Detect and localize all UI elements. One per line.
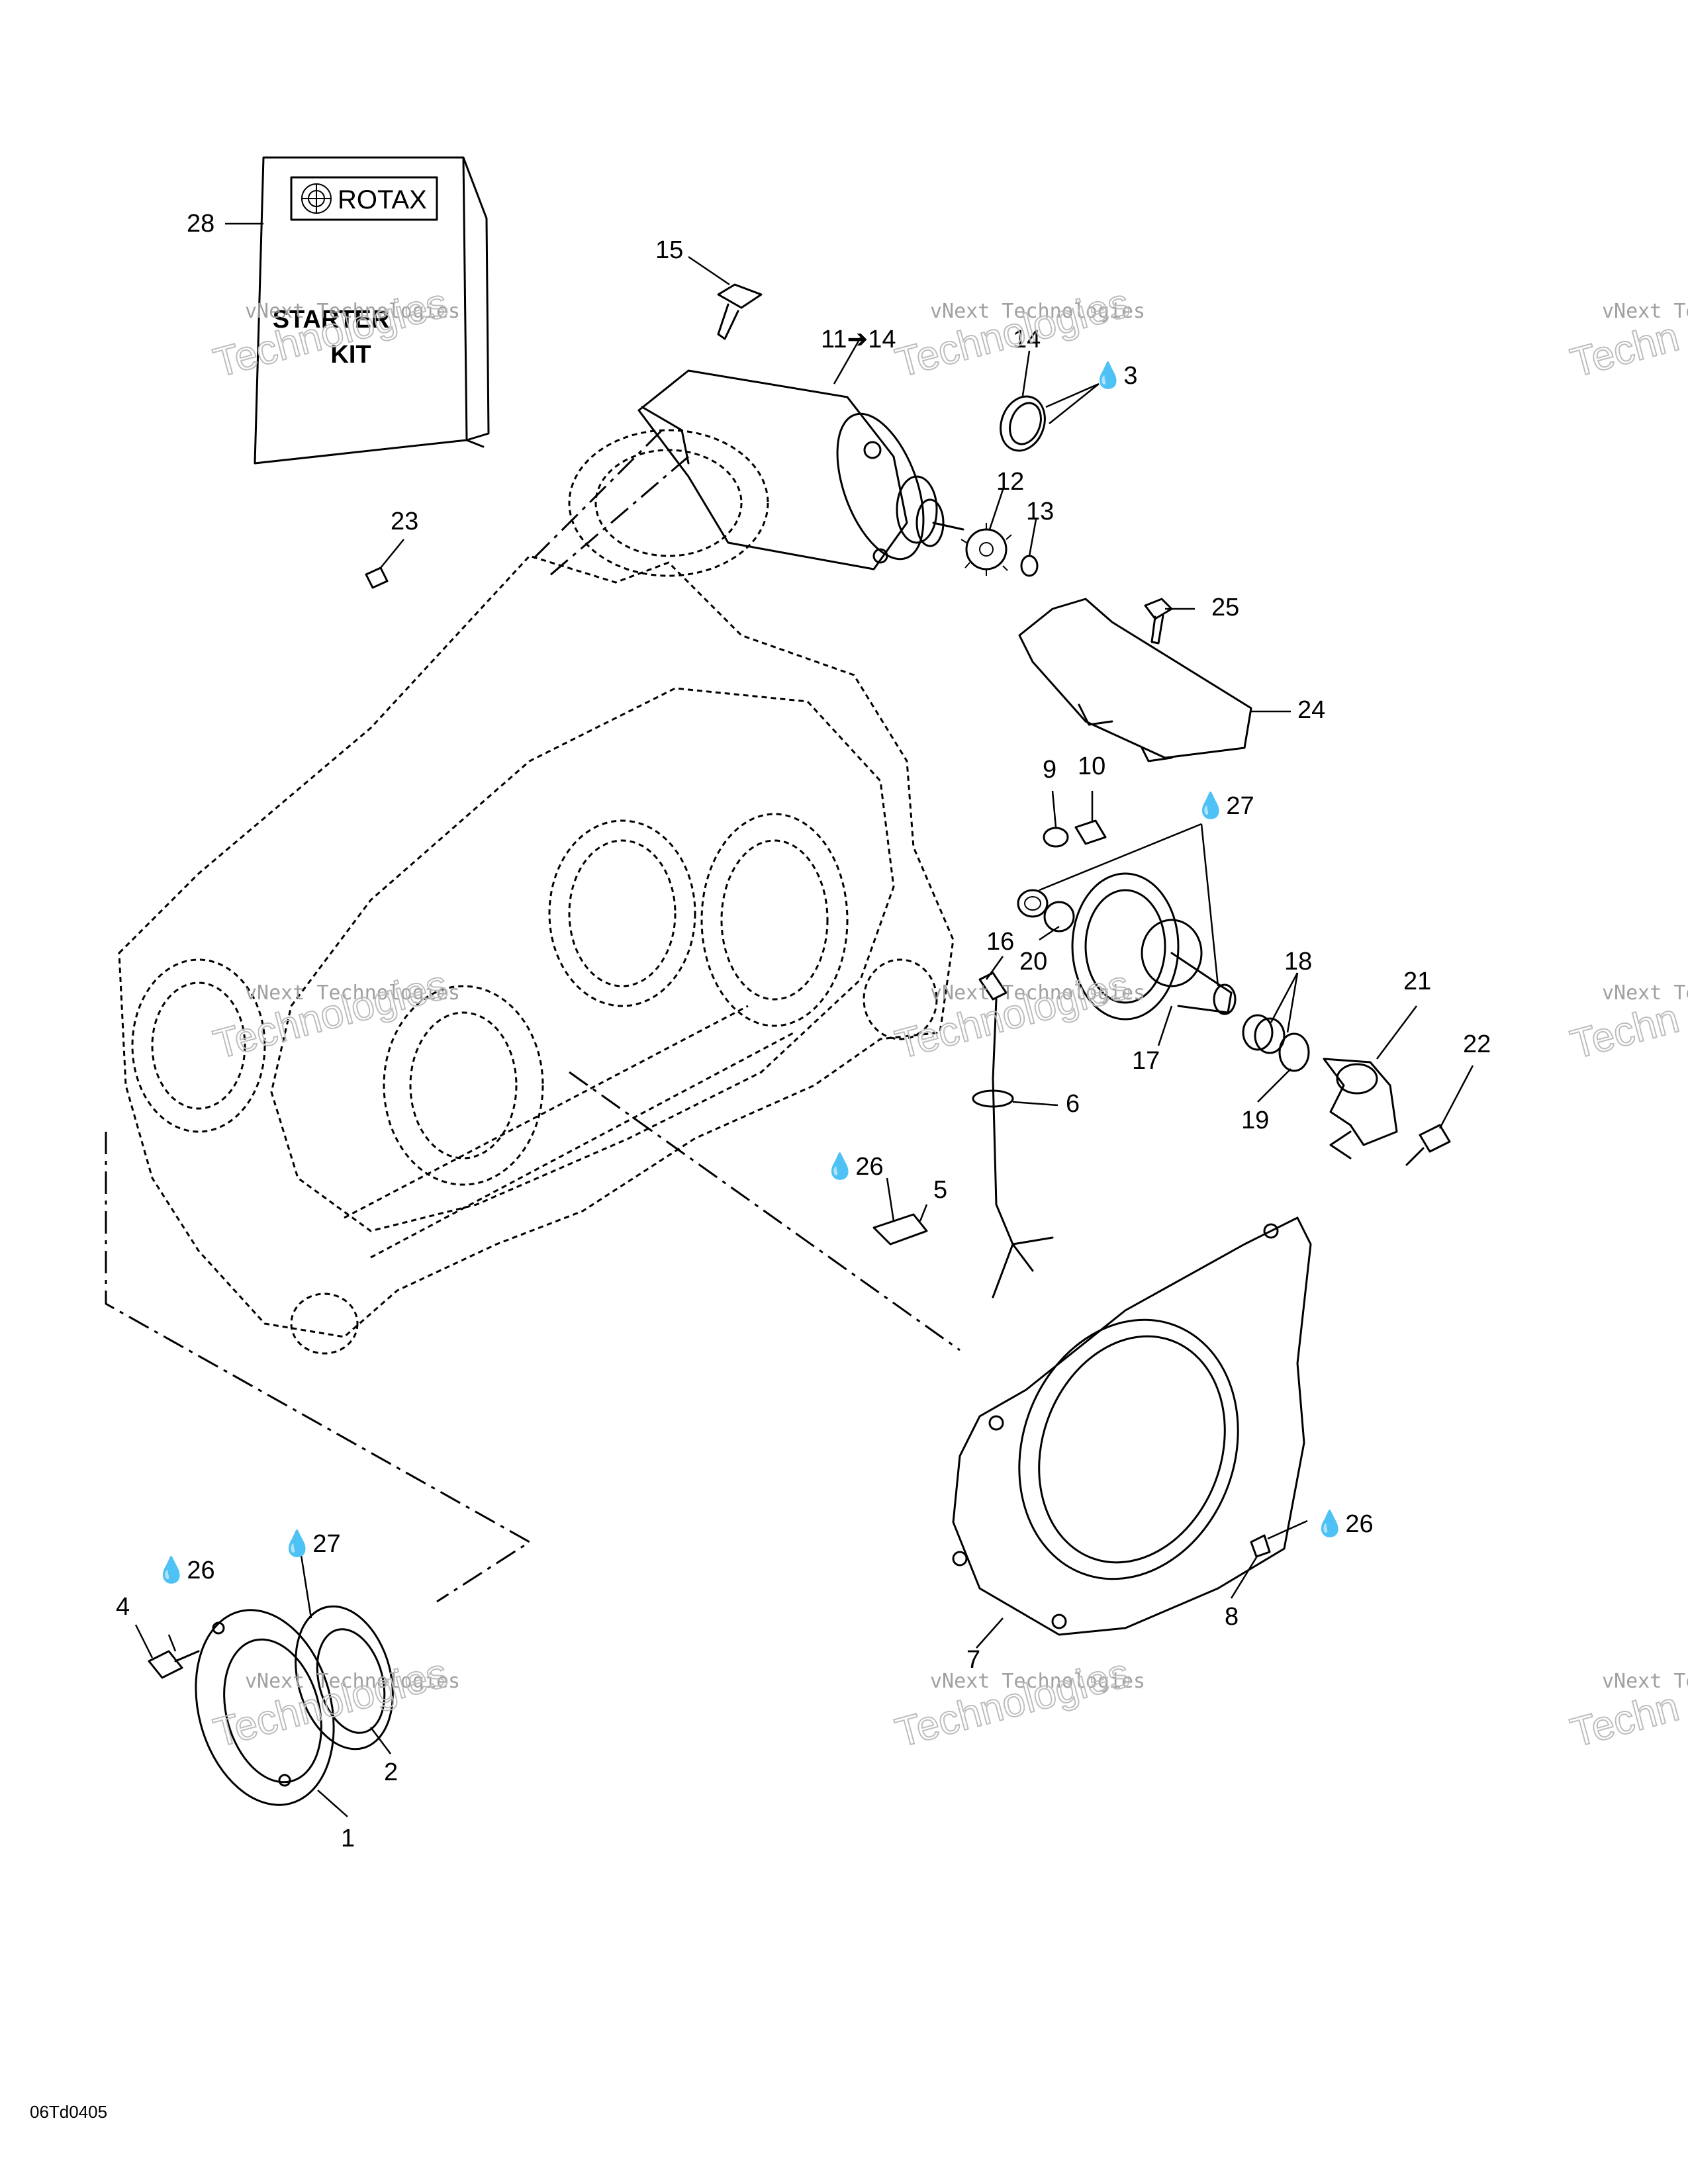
plug-23 xyxy=(365,567,389,589)
callout-26-a: 💧26 xyxy=(824,1152,884,1181)
rotax-manual: ROTAX STARTER KIT xyxy=(254,156,490,465)
bolt-22 xyxy=(1405,1124,1451,1166)
callout-13: 13 xyxy=(1026,498,1054,525)
callout-19: 19 xyxy=(1241,1107,1269,1134)
starter-motor xyxy=(637,369,964,570)
callout-26-b: 💧26 xyxy=(156,1555,215,1584)
svg-text:vNext Technologies: vNext Technologies xyxy=(930,300,1145,323)
callout-18: 18 xyxy=(1284,948,1312,976)
svg-text:vNext Te: vNext Te xyxy=(1602,1670,1688,1693)
svg-text:Technologies: Technologies xyxy=(891,1650,1134,1756)
callout-12: 12 xyxy=(996,468,1024,496)
callout-2: 2 xyxy=(384,1758,398,1786)
bearing-support-21 xyxy=(1323,1058,1398,1160)
callout-21: 21 xyxy=(1403,968,1431,995)
callout-6: 6 xyxy=(1066,1090,1080,1118)
callout-27-a: 💧27 xyxy=(1195,791,1254,820)
bolt-10 xyxy=(1074,819,1107,845)
watermark-3: vNext Technologies Technologies xyxy=(209,961,460,1068)
watermarks: vNext Technologies Technologies vNext Te… xyxy=(209,279,1688,1757)
callout-23: 23 xyxy=(391,508,418,535)
seal-2 xyxy=(295,1605,394,1751)
o-ring-14 xyxy=(1000,395,1046,452)
callout-22: 22 xyxy=(1463,1030,1491,1058)
watermark-8: vNext Te Techn xyxy=(1566,981,1688,1069)
sensor-harness-6 xyxy=(972,972,1054,1298)
engine-crankcase xyxy=(118,429,955,1355)
callout-5: 5 xyxy=(933,1176,947,1204)
bolt-25 xyxy=(1144,598,1173,645)
washer-20 xyxy=(1043,901,1075,933)
svg-text:Techn: Techn xyxy=(1566,314,1684,386)
needle-bearing-16 xyxy=(1017,889,1049,918)
starter-cover-24 xyxy=(1018,598,1252,762)
callout-11-14: 11➔14 xyxy=(821,326,896,353)
svg-text:Techn: Techn xyxy=(1566,995,1684,1068)
pinion-gear-12 xyxy=(961,523,1012,576)
callout-16: 16 xyxy=(986,928,1014,956)
watermark-6: vNext Technologies Technologies xyxy=(890,1649,1145,1756)
rotax-logo-icon xyxy=(301,183,332,214)
assembly-lines xyxy=(105,429,961,1603)
callout-24: 24 xyxy=(1297,696,1325,724)
watermark-9: vNext Te Techn xyxy=(1566,1670,1688,1757)
washer-9 xyxy=(1043,827,1069,848)
callout-26-c: 💧26 xyxy=(1314,1509,1374,1538)
callout-27-b: 💧27 xyxy=(281,1529,341,1558)
callout-10: 10 xyxy=(1078,752,1105,780)
svg-text:vNext Te: vNext Te xyxy=(1602,981,1688,1005)
bearing-cover-1 xyxy=(195,1609,335,1806)
screw-5 xyxy=(872,1213,928,1246)
svg-text:vNext Technologies: vNext Technologies xyxy=(245,981,460,1005)
callout-14: 14 xyxy=(1013,326,1041,353)
figure-code: 06Td0405 xyxy=(30,2102,107,2122)
manual-title-line1: STARTER xyxy=(273,306,390,334)
watermark-5: vNext Technologies Technologies xyxy=(209,1649,460,1756)
shims-18-19 xyxy=(1242,1014,1310,1072)
callout-9: 9 xyxy=(1043,756,1056,784)
svg-text:vNext Technologies: vNext Technologies xyxy=(930,981,1145,1005)
callout-17: 17 xyxy=(1132,1047,1160,1075)
callout-28: 28 xyxy=(187,210,214,238)
watermark-7: vNext Te Techn xyxy=(1566,300,1688,387)
callout-15: 15 xyxy=(655,236,683,264)
callout-7: 7 xyxy=(966,1646,980,1674)
manual-title-line2: KIT xyxy=(330,341,371,369)
callouts: 28 15 11➔14 14 💧3 23 12 13 25 24 9 10 💧2… xyxy=(116,210,1491,1852)
callout-1: 1 xyxy=(341,1825,355,1852)
bolt-4 xyxy=(148,1650,200,1679)
bolt-15 xyxy=(717,283,763,340)
screw-8 xyxy=(1250,1534,1271,1558)
svg-text:vNext Technologies: vNext Technologies xyxy=(245,1670,460,1693)
circlip-13 xyxy=(1020,555,1039,577)
manual-brand: ROTAX xyxy=(338,185,427,214)
callout-25: 25 xyxy=(1211,594,1239,621)
leader-lines xyxy=(134,222,1474,1817)
callout-20: 20 xyxy=(1019,948,1047,976)
callout-4: 4 xyxy=(116,1593,130,1621)
svg-text:vNext Technologies: vNext Technologies xyxy=(245,300,460,323)
callout-3: 💧3 xyxy=(1092,361,1137,390)
svg-text:Techn: Techn xyxy=(1566,1684,1684,1756)
svg-text:vNext Te: vNext Te xyxy=(1602,300,1688,323)
svg-text:Technologies: Technologies xyxy=(891,962,1134,1068)
magneto-cover-7 xyxy=(952,1216,1312,1636)
svg-text:vNext Technologies: vNext Technologies xyxy=(930,1670,1145,1693)
starter-drive-gear-17 xyxy=(1071,872,1237,1021)
callout-8: 8 xyxy=(1225,1603,1239,1631)
